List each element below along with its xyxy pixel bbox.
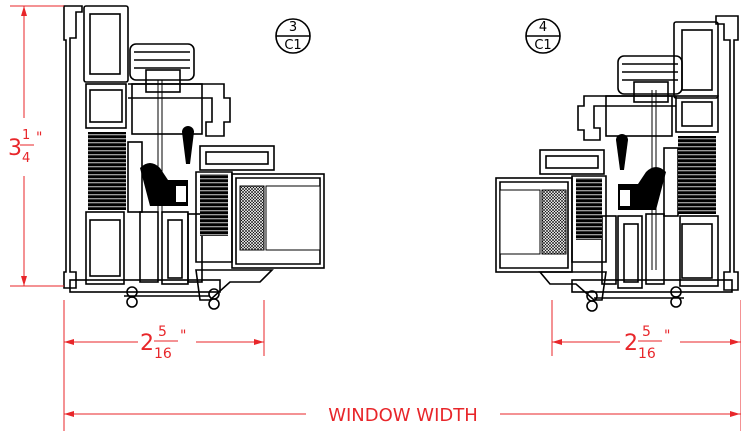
left-depth-dimension-label: 2 5 16 "	[140, 324, 186, 362]
height-dimension-label: 3 1 4 "	[8, 128, 42, 166]
callout-3-number: 3	[289, 20, 297, 35]
left-depth-numerator: 5	[158, 324, 167, 340]
left-weatherstrip	[88, 126, 321, 251]
right-weatherstrip	[499, 134, 716, 255]
callout-bubble-4: 4 C1	[525, 18, 561, 54]
callout-3-sheet: C1	[284, 38, 301, 53]
right-depth-unit: "	[664, 328, 670, 344]
callout-bubble-3: 3 C1	[275, 18, 311, 54]
dimension-arrowheads	[21, 6, 740, 417]
left-depth-denominator: 16	[154, 346, 172, 362]
callout-4-number: 4	[539, 20, 547, 35]
height-denominator: 4	[22, 151, 30, 166]
callout-4-sheet: C1	[534, 38, 551, 53]
height-numerator: 1	[22, 128, 30, 143]
height-whole: 3	[8, 136, 22, 161]
right-depth-whole: 2	[624, 331, 638, 356]
right-depth-numerator: 5	[642, 324, 651, 340]
right-depth-denominator: 16	[638, 346, 656, 362]
left-depth-unit: "	[180, 328, 186, 344]
right-depth-dimension-label: 2 5 16 "	[624, 324, 670, 362]
left-frame-section	[63, 5, 325, 310]
height-unit: "	[36, 130, 42, 146]
window-width-label: WINDOW WIDTH	[328, 405, 478, 426]
left-depth-whole: 2	[140, 331, 154, 356]
